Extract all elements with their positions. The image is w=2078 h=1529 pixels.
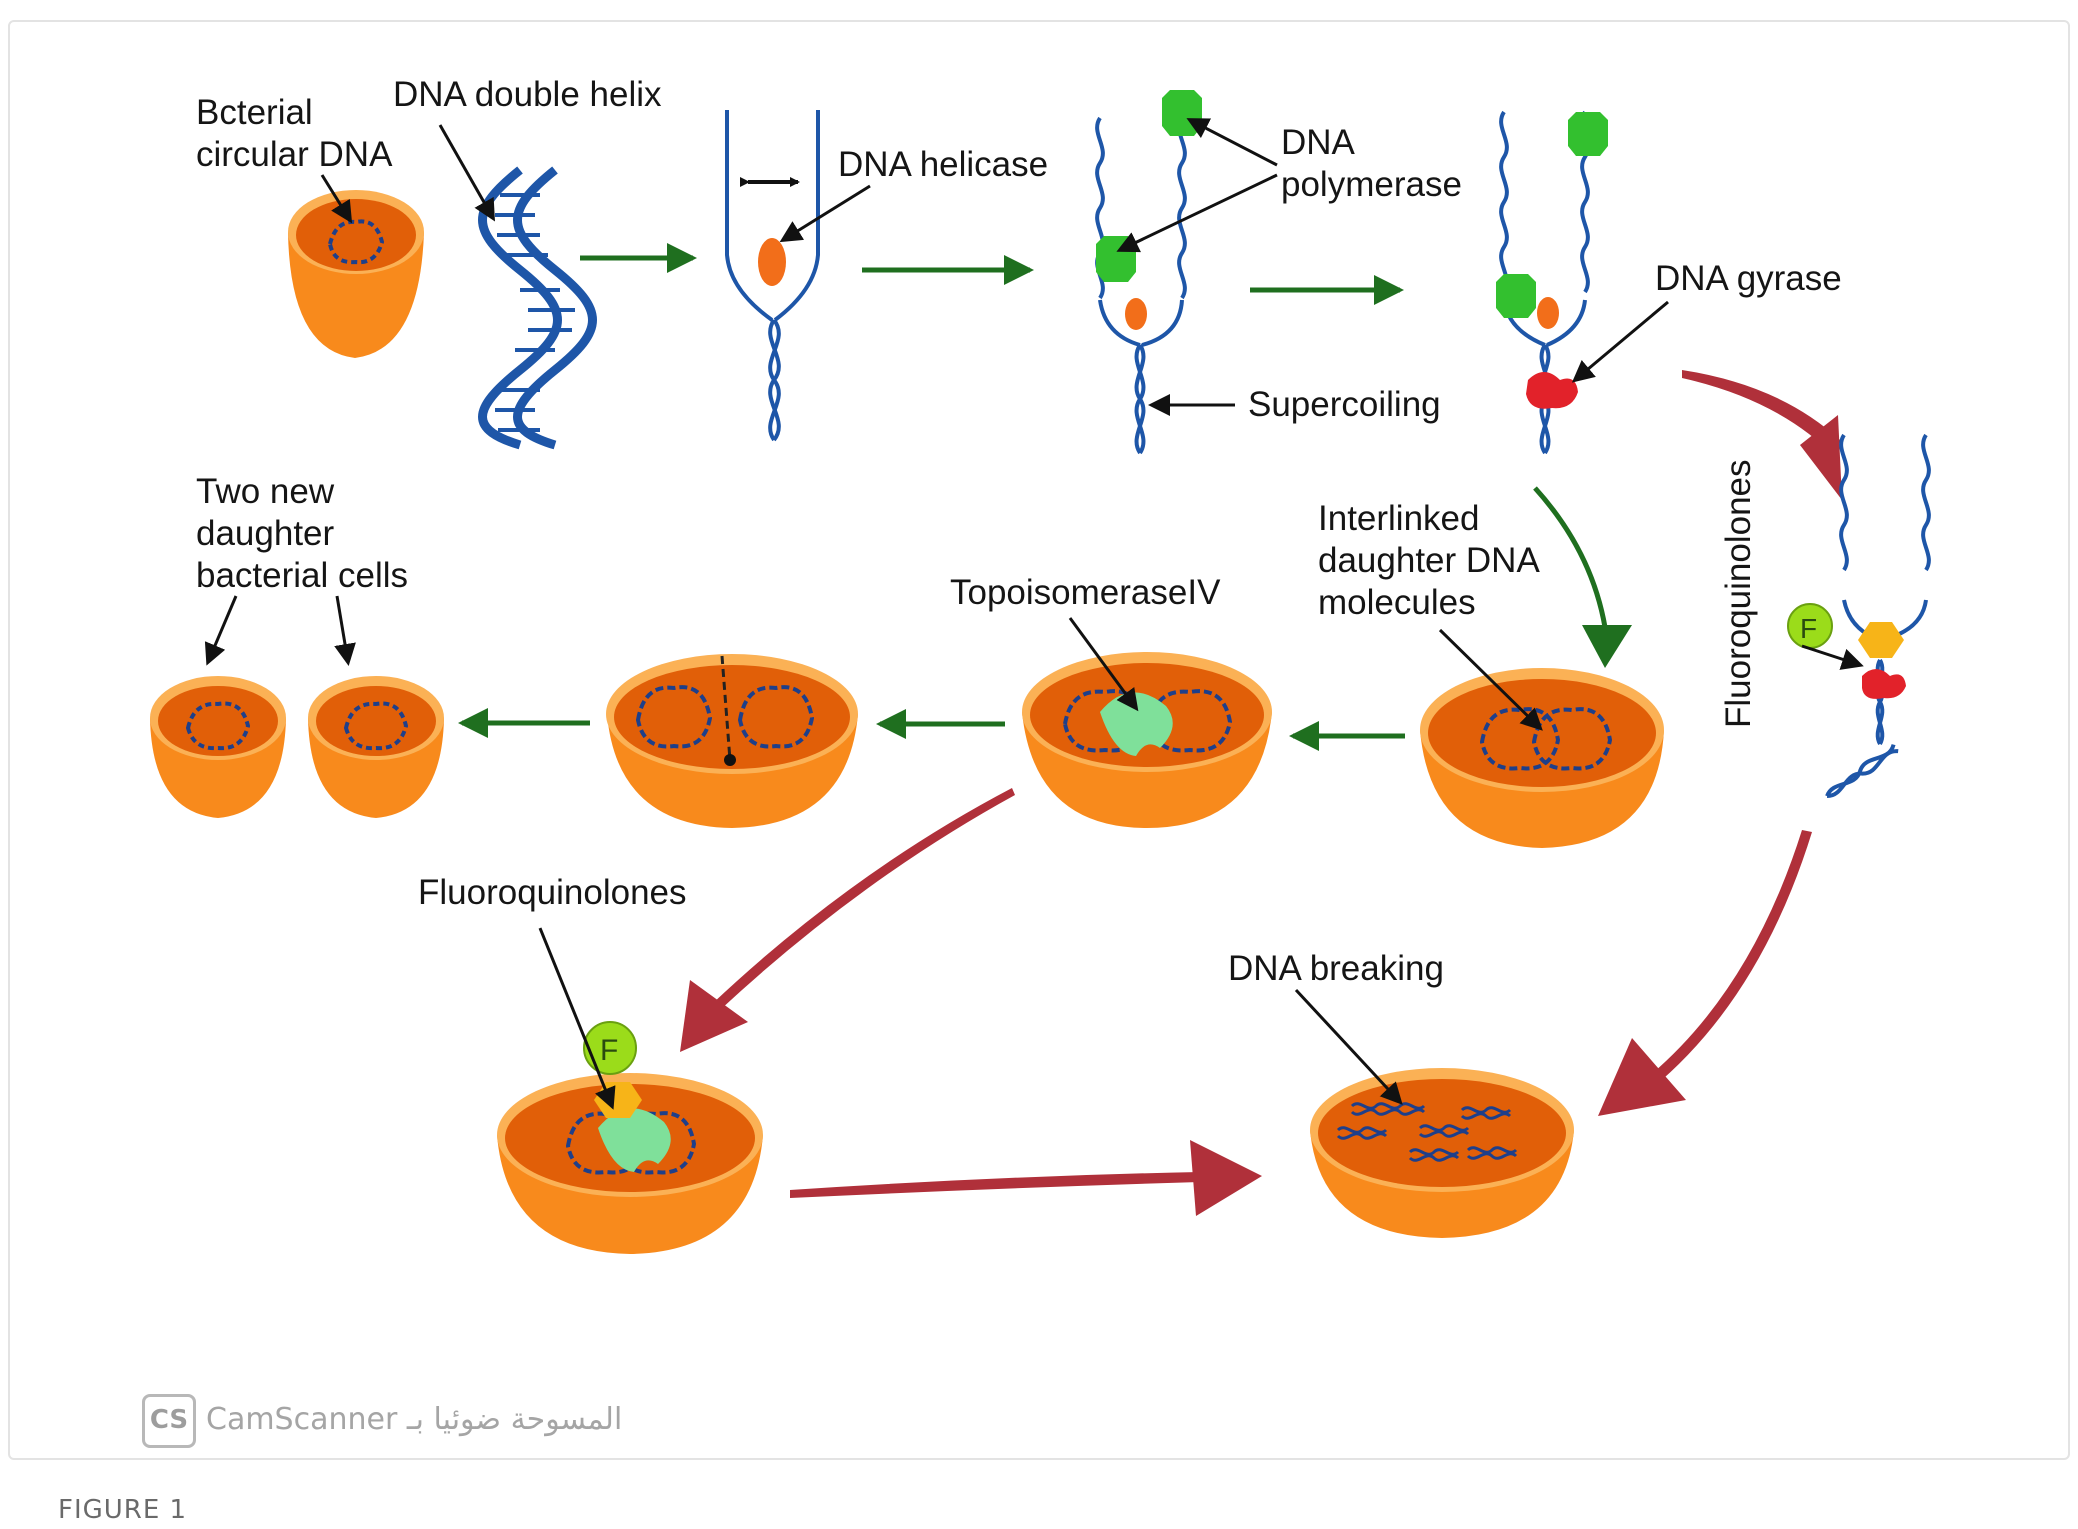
topoisomerase-cell bbox=[1022, 652, 1272, 828]
figure-frame bbox=[8, 20, 2070, 1460]
flow-arrow-arc bbox=[1582, 625, 1632, 668]
polymerase-enzyme-1 bbox=[1162, 90, 1202, 136]
label-interlinked-2: daughter DNA bbox=[1318, 541, 1540, 580]
blocked-fork bbox=[1825, 433, 1931, 799]
label-polymerase-1: DNA bbox=[1281, 123, 1356, 162]
label-fluoroquinolones-vertical: Fluoroquinolones bbox=[1719, 459, 1758, 728]
label-bacterial-dna-2: circular DNA bbox=[196, 135, 393, 174]
label-bacterial-dna-1: Bcterial bbox=[196, 93, 313, 132]
daughter-cell-1 bbox=[150, 676, 286, 818]
drug-symbol-1: F bbox=[1800, 613, 1817, 644]
polymerase-enzyme-2 bbox=[1096, 236, 1136, 282]
label-daughter-2: daughter bbox=[196, 514, 335, 553]
inhibition-arrow-1 bbox=[1682, 370, 1840, 458]
inhibition-arrow-2 bbox=[712, 788, 1015, 1010]
label-dna-breaking: DNA breaking bbox=[1228, 949, 1444, 988]
figure-caption: FIGURE 1 bbox=[58, 1495, 188, 1525]
helicase-enzyme-2 bbox=[1125, 298, 1147, 330]
label-supercoiling: Supercoiling bbox=[1248, 385, 1441, 424]
drug-symbol-2: F bbox=[600, 1034, 618, 1067]
helicase-enzyme bbox=[758, 238, 786, 286]
label-daughter-1: Two new bbox=[196, 472, 335, 511]
polymerase-fork bbox=[1095, 116, 1187, 455]
label-interlinked-1: Interlinked bbox=[1318, 499, 1479, 538]
inhibition-arrow-4 bbox=[1642, 830, 1812, 1090]
dividing-cell bbox=[606, 654, 858, 828]
daughter-cell-2 bbox=[308, 676, 444, 818]
camscanner-watermark: CamScanner المسوحة ضوئيا بـ bbox=[206, 1402, 623, 1437]
inhibition-arrow-3 bbox=[790, 1172, 1200, 1198]
camscanner-logo: CS bbox=[142, 1394, 196, 1448]
helicase-fork bbox=[725, 110, 820, 442]
drug-icon-2 bbox=[583, 1021, 637, 1075]
label-daughter-3: bacterial cells bbox=[196, 556, 408, 595]
interlinked-cell bbox=[1420, 668, 1664, 848]
label-double-helix: DNA double helix bbox=[393, 75, 662, 114]
dna-breaking-cell bbox=[1310, 1068, 1574, 1238]
inhibited-cell bbox=[497, 1073, 763, 1254]
polymerase-enzyme-3 bbox=[1568, 112, 1608, 156]
label-helicase: DNA helicase bbox=[838, 145, 1048, 184]
label-polymerase-2: polymerase bbox=[1281, 165, 1462, 204]
bacterial-cell-1 bbox=[288, 190, 424, 358]
label-topoisomerase: TopoisomeraseIV bbox=[950, 573, 1221, 612]
label-interlinked-3: molecules bbox=[1318, 583, 1476, 622]
label-fluoroquinolones: Fluoroquinolones bbox=[418, 873, 687, 912]
gyrase-enzyme bbox=[1526, 372, 1578, 409]
topo-enzyme-blocked bbox=[1858, 622, 1904, 658]
polymerase-enzyme-4 bbox=[1496, 274, 1536, 318]
label-gyrase: DNA gyrase bbox=[1655, 259, 1842, 298]
dna-double-helix bbox=[478, 166, 597, 450]
